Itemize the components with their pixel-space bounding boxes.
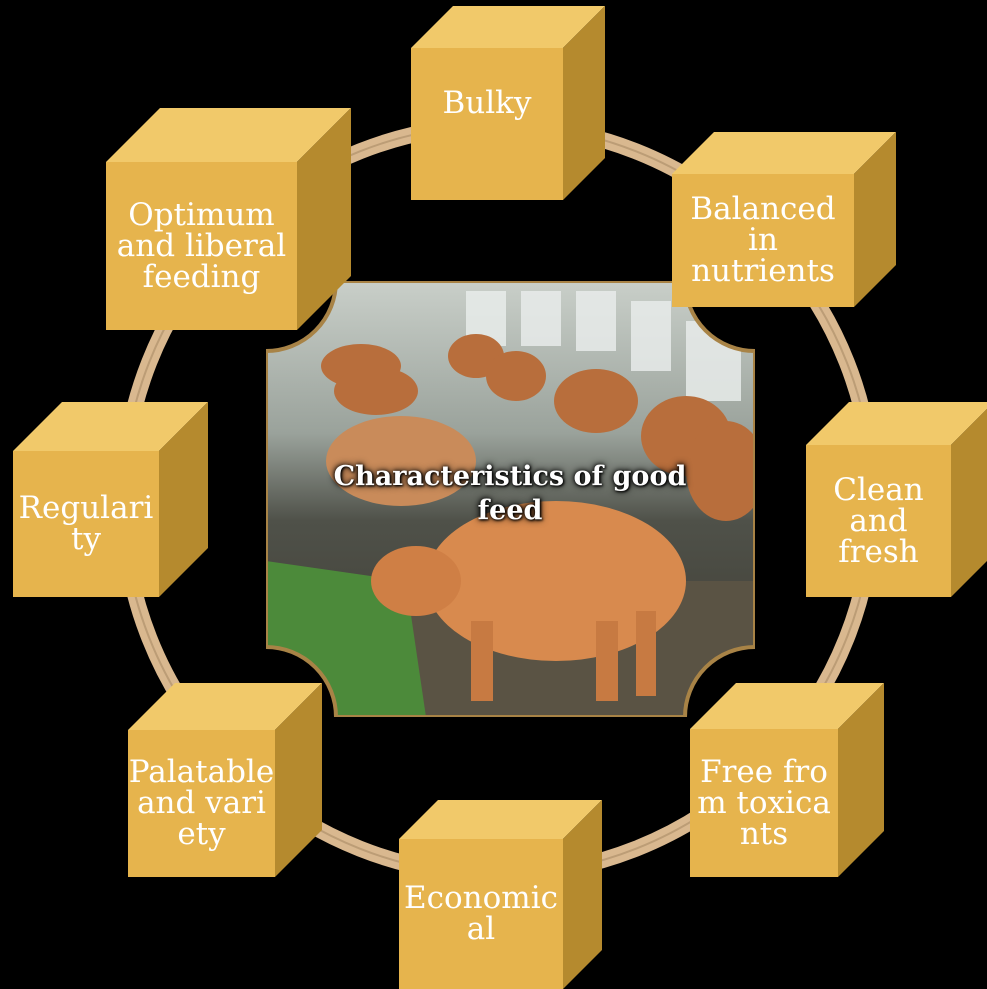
cube-bulky: Bulky bbox=[411, 6, 605, 200]
cube-palatable: Palatable and variety bbox=[128, 683, 324, 877]
cube-label-palatable: Palatable and variety bbox=[128, 730, 275, 877]
cube-label-free: Free from toxicants bbox=[690, 729, 838, 877]
cube-label-regularity: Regularity bbox=[13, 451, 159, 597]
cube-label-economical: Economical bbox=[399, 839, 563, 989]
cube-clean: Clean and fresh bbox=[806, 402, 987, 597]
center-title: Characteristics of good feed bbox=[300, 460, 720, 528]
cube-free: Free from toxicants bbox=[690, 683, 886, 877]
cube-label-balanced: Balanced in nutrients bbox=[672, 174, 854, 307]
cube-label-clean: Clean and fresh bbox=[806, 445, 951, 597]
cube-optimum: Optimum and liberal feeding bbox=[106, 108, 351, 330]
cube-regularity: Regularity bbox=[13, 402, 208, 597]
cube-label-optimum: Optimum and liberal feeding bbox=[106, 162, 297, 330]
cube-label-bulky: Bulky bbox=[411, 48, 563, 158]
cube-balanced: Balanced in nutrients bbox=[672, 132, 896, 307]
cube-economical: Economical bbox=[399, 800, 611, 989]
